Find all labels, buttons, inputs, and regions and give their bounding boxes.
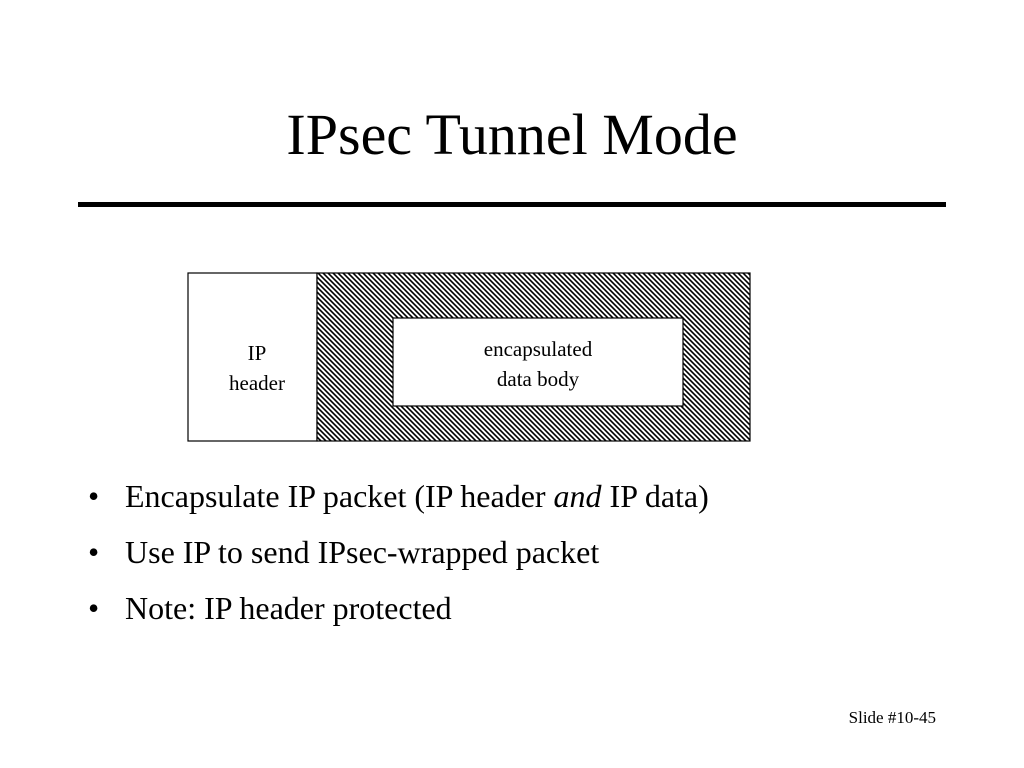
- bullet-text: Encapsulate IP packet (IP header: [125, 478, 554, 514]
- bullet-text: Note: IP header protected: [125, 590, 452, 626]
- bullet-dot: •: [88, 534, 100, 570]
- encapsulated-label-line2: data body: [497, 367, 580, 391]
- ip-header-label-line2: header: [229, 371, 285, 395]
- bullet-list: • Encapsulate IP packet (IP header and I…: [88, 472, 709, 640]
- encapsulated-label-line1: encapsulated: [484, 337, 593, 361]
- encapsulated-data-body-box: [392, 317, 684, 407]
- bullet-item: • Use IP to send IPsec-wrapped packet: [88, 528, 709, 584]
- bullet-emphasis: and: [553, 478, 602, 514]
- title-divider: [78, 202, 946, 207]
- bullet-text: Use IP to send IPsec-wrapped packet: [125, 534, 600, 570]
- slide-number: Slide #10-45: [848, 708, 936, 727]
- ip-header-box: [187, 272, 318, 442]
- bullet-text-tail: IP data): [601, 478, 709, 514]
- bullet-item: • Note: IP header protected: [88, 584, 709, 640]
- bullet-dot: •: [88, 478, 100, 514]
- bullet-dot: •: [88, 590, 100, 626]
- slide-title: IPsec Tunnel Mode: [286, 102, 738, 167]
- ip-header-label-line1: IP: [248, 341, 267, 365]
- bullet-item: • Encapsulate IP packet (IP header and I…: [88, 472, 709, 528]
